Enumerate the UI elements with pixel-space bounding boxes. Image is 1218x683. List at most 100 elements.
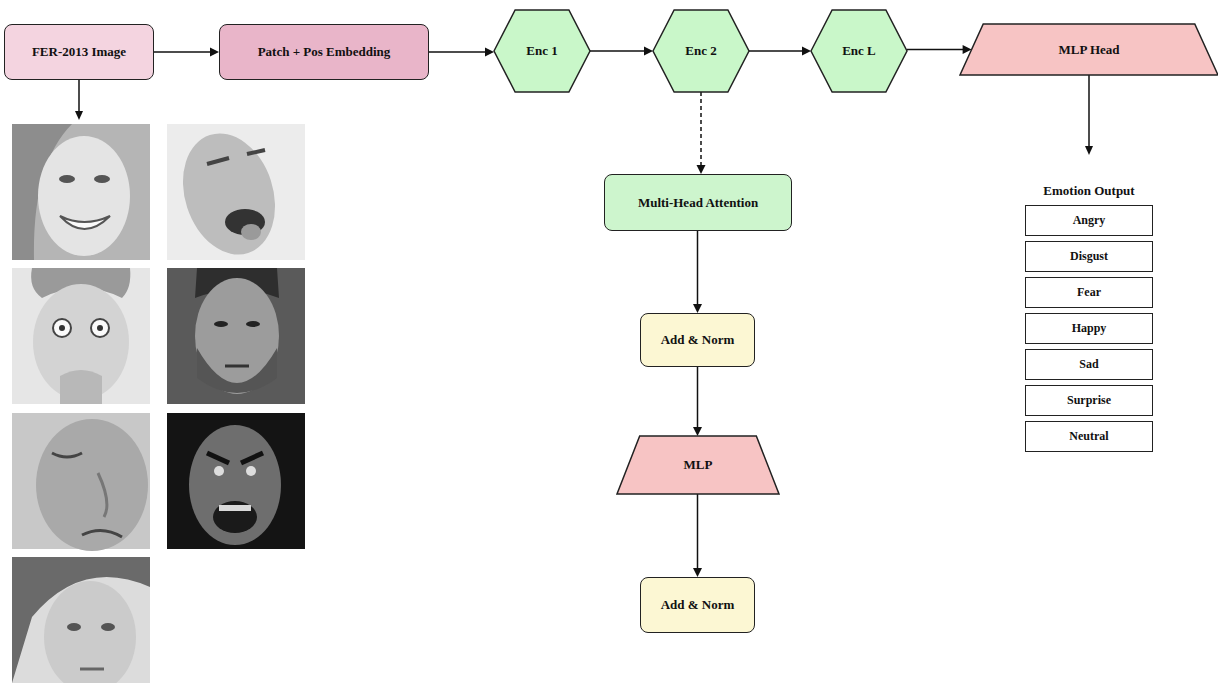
node-label: Disgust bbox=[1070, 249, 1108, 263]
connector bbox=[907, 45, 972, 54]
node-label: Add & Norm bbox=[661, 332, 735, 348]
eye bbox=[59, 175, 75, 183]
face-image bbox=[12, 413, 150, 551]
connector bbox=[154, 48, 219, 57]
arrow-head bbox=[210, 48, 219, 57]
eye bbox=[94, 175, 110, 183]
emotion-class-box: Happy bbox=[1025, 313, 1153, 344]
pupil bbox=[97, 325, 103, 331]
eye bbox=[214, 321, 228, 327]
face-image bbox=[12, 557, 150, 683]
eye bbox=[52, 453, 82, 457]
photo-bg bbox=[167, 268, 305, 404]
mouth bbox=[80, 668, 104, 671]
arrow-head bbox=[693, 427, 702, 436]
connector bbox=[697, 92, 706, 174]
tongue bbox=[241, 224, 261, 240]
node-label: Enc 2 bbox=[685, 43, 716, 59]
node-label: MLP Head bbox=[1058, 42, 1119, 58]
connector-line bbox=[154, 51, 211, 53]
arrow-head bbox=[485, 48, 494, 57]
connector bbox=[749, 47, 811, 56]
face-image bbox=[12, 268, 150, 404]
eye bbox=[101, 623, 115, 631]
mouth bbox=[225, 365, 249, 368]
node-label: Fear bbox=[1077, 285, 1101, 299]
mouth bbox=[82, 530, 122, 537]
eye bbox=[246, 466, 256, 476]
trapezoid-shape bbox=[960, 24, 1218, 75]
hexagon-shape bbox=[494, 10, 590, 92]
eye bbox=[91, 319, 109, 337]
mlp-trapezoid: MLP bbox=[617, 436, 779, 494]
connector bbox=[693, 231, 702, 313]
photo-bg bbox=[12, 124, 150, 260]
eye bbox=[247, 150, 265, 154]
face bbox=[168, 121, 290, 266]
trapezoid-shape bbox=[617, 436, 779, 494]
brow bbox=[241, 453, 263, 463]
encoder-hexagon: Enc 2 bbox=[653, 10, 749, 92]
arrow-line bbox=[1088, 75, 1090, 147]
connector-line bbox=[697, 367, 699, 428]
arrow-head bbox=[802, 47, 811, 56]
encoder-hexagon: Enc 1 bbox=[494, 10, 590, 92]
eye bbox=[207, 158, 229, 164]
hexagon-shape bbox=[811, 10, 907, 92]
arrow-head bbox=[75, 111, 83, 120]
emotion-class-box: Disgust bbox=[1025, 241, 1153, 272]
emotion-class-box: Sad bbox=[1025, 349, 1153, 380]
node-label: Multi-Head Attention bbox=[638, 195, 758, 211]
embedding-box: Patch + Pos Embedding bbox=[219, 24, 429, 80]
connector bbox=[590, 47, 653, 56]
connector-line bbox=[907, 49, 964, 51]
add-norm-box: Add & Norm bbox=[640, 313, 755, 367]
face bbox=[44, 581, 136, 683]
face bbox=[36, 419, 148, 551]
connector-line bbox=[429, 51, 486, 53]
node-label: Patch + Pos Embedding bbox=[258, 44, 391, 60]
eye bbox=[246, 321, 260, 327]
node-label: Enc L bbox=[842, 43, 876, 59]
node-label: Angry bbox=[1073, 213, 1106, 227]
arrow-head bbox=[697, 165, 706, 174]
photo-bg bbox=[167, 413, 305, 549]
beard bbox=[197, 348, 277, 393]
emotion-class-box: Neutral bbox=[1025, 421, 1153, 452]
connector-line bbox=[697, 494, 699, 569]
eye bbox=[214, 466, 224, 476]
hand bbox=[60, 370, 102, 404]
arrow-head bbox=[1085, 146, 1093, 155]
node-label: Enc 1 bbox=[526, 43, 557, 59]
emotion-class-box: Fear bbox=[1025, 277, 1153, 308]
eye bbox=[53, 319, 71, 337]
node-label: Neutral bbox=[1069, 429, 1108, 443]
add-norm-box: Add & Norm bbox=[640, 577, 755, 633]
teeth bbox=[219, 505, 251, 511]
connector-line bbox=[697, 231, 699, 305]
node-label: Sad bbox=[1079, 357, 1098, 371]
connector bbox=[693, 494, 702, 577]
node-label: FER-2013 Image bbox=[32, 44, 126, 60]
node-label: Surprise bbox=[1067, 393, 1111, 407]
connector bbox=[693, 367, 702, 436]
eye bbox=[67, 623, 81, 631]
connector bbox=[429, 48, 494, 57]
hexagon-shape bbox=[653, 10, 749, 92]
mouth bbox=[60, 216, 110, 229]
face bbox=[38, 136, 130, 256]
emotion-class-box: Surprise bbox=[1025, 385, 1153, 416]
face bbox=[189, 425, 281, 545]
node-label: MLP bbox=[684, 457, 713, 473]
photo-bg bbox=[12, 268, 150, 404]
encoder-hexagon: Enc L bbox=[811, 10, 907, 92]
emotion-class-box: Angry bbox=[1025, 205, 1153, 236]
face bbox=[195, 278, 279, 394]
node-label: Add & Norm bbox=[661, 597, 735, 613]
arrow-line bbox=[78, 80, 80, 112]
connector-line bbox=[749, 50, 803, 52]
connector-line bbox=[700, 92, 702, 166]
arrow-head bbox=[644, 47, 653, 56]
face-image bbox=[12, 124, 150, 260]
